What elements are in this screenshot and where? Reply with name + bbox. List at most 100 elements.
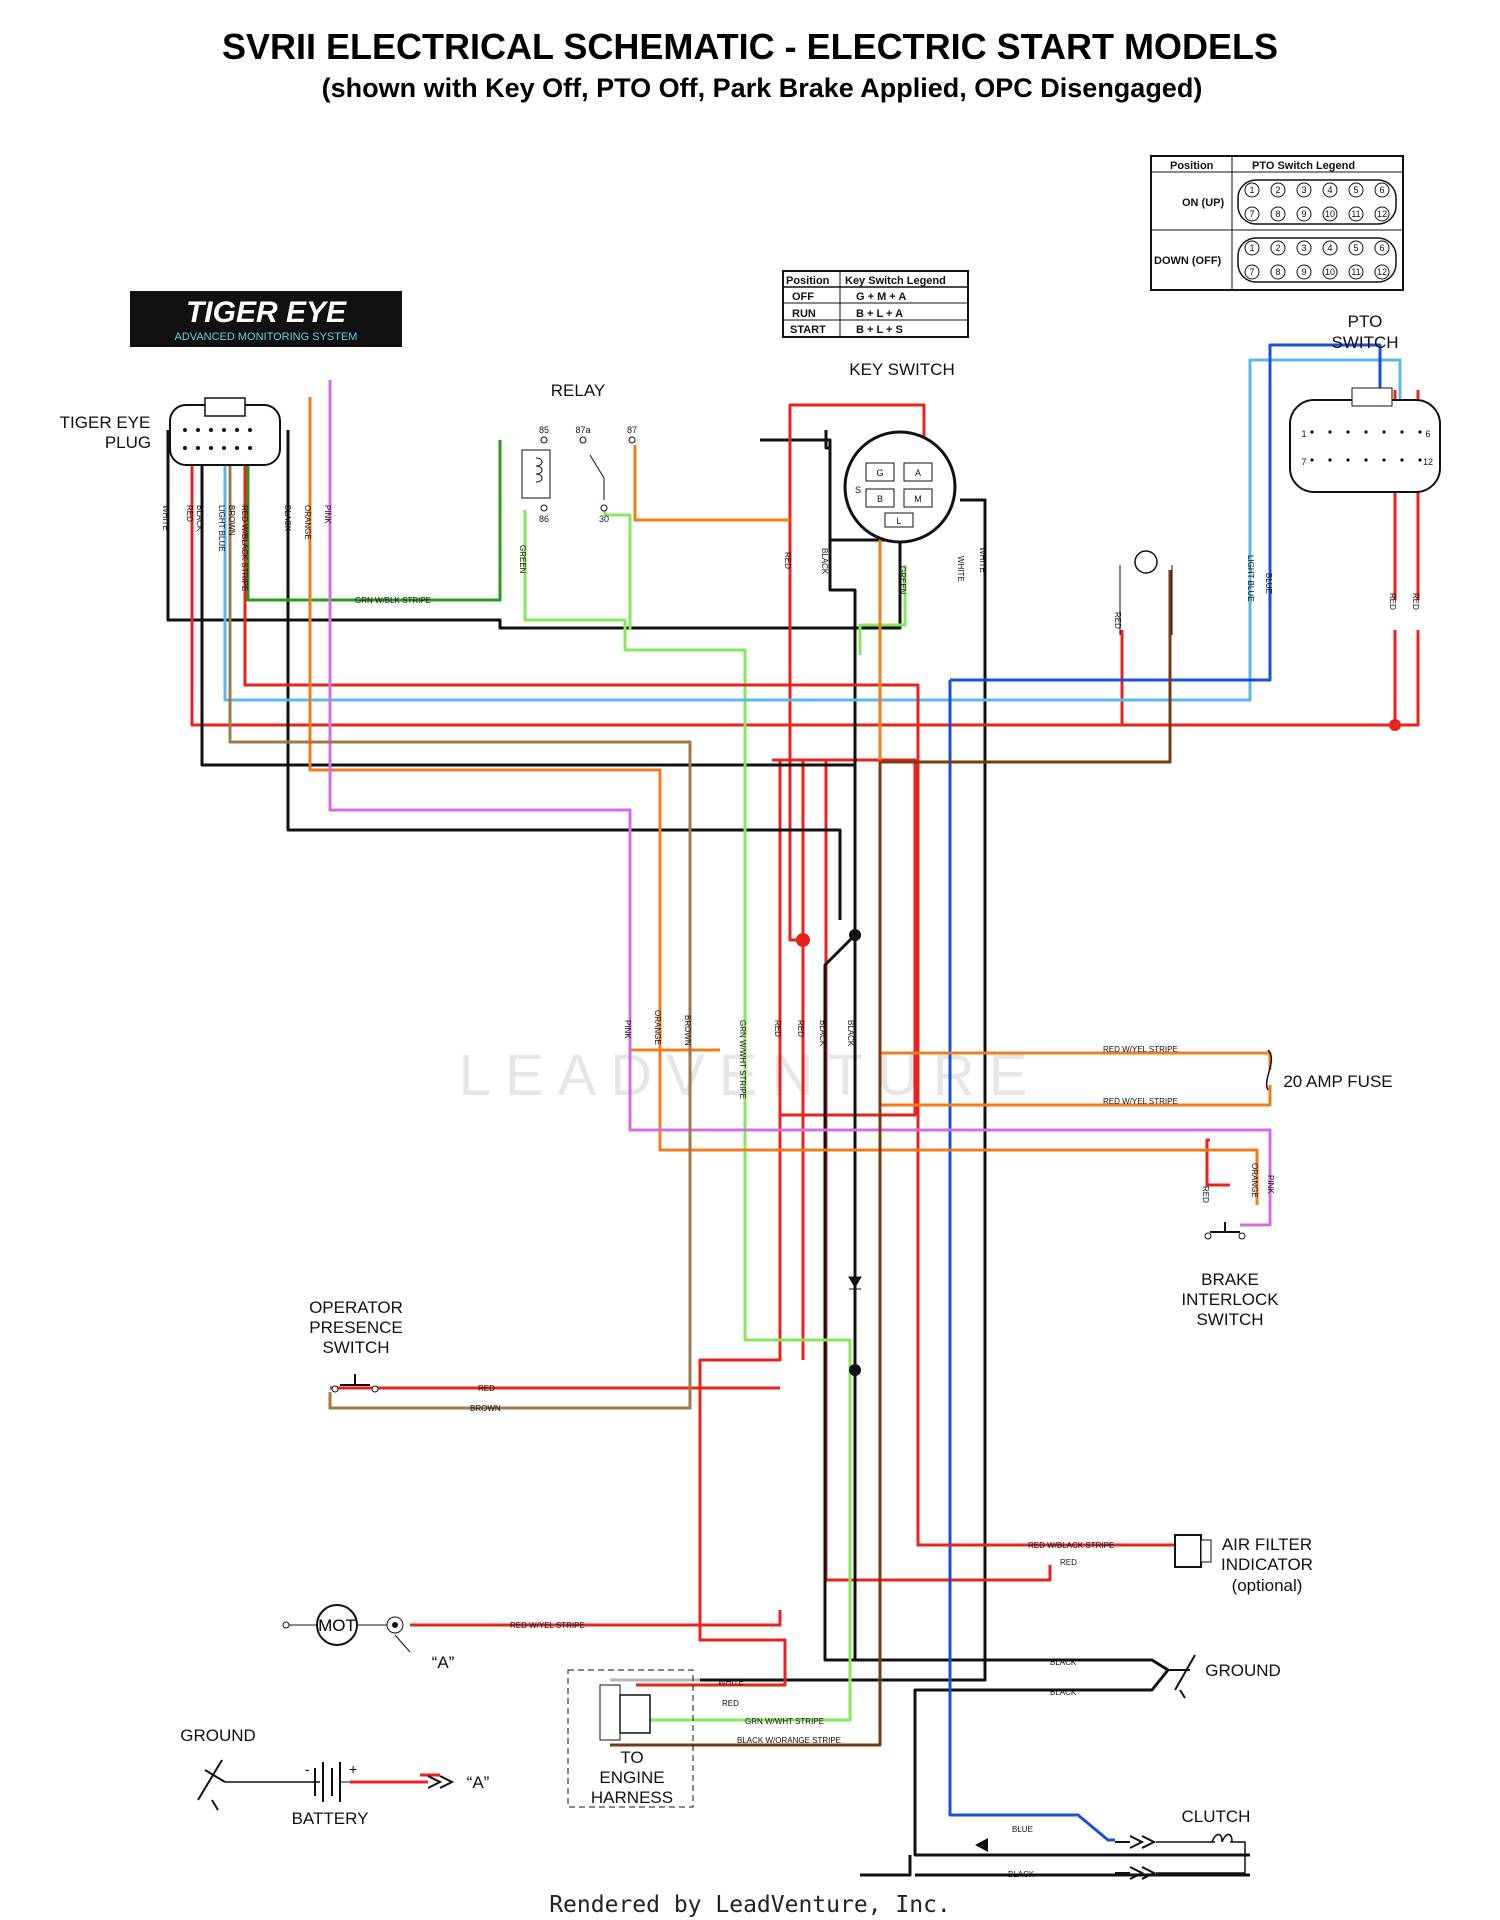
- wire-label-relay-green: GREEN: [518, 545, 527, 574]
- brake-label-line1: BRAKE: [1201, 1270, 1259, 1289]
- tiger-eye-plug-label-line2: PLUG: [105, 433, 151, 452]
- pto-legend-col2: PTO Switch Legend: [1252, 160, 1355, 172]
- battery-label: BATTERY: [292, 1809, 369, 1828]
- key-terminal-l: L: [896, 516, 901, 526]
- pto-legend-off-bottom-circle-7: [1244, 264, 1260, 280]
- key-legend-pos-1: RUN: [792, 308, 816, 320]
- pto-legend-on-top-pin-6: 6: [1379, 185, 1384, 195]
- schematic-subtitle: (shown with Key Off, PTO Off, Park Brake…: [322, 73, 1203, 103]
- pto-legend-on-bottom-pin-7: 7: [1249, 209, 1254, 219]
- pto-legend-on-top-pin-3: 3: [1301, 185, 1306, 195]
- wire-label-eh-blk-org: BLACK W/ORANGE STRIPE: [737, 1736, 841, 1745]
- wire-label-mid-black-1: BLACK: [818, 1020, 827, 1047]
- wire-label-brake-red: RED: [1201, 1186, 1210, 1203]
- wire-label-red-yel-1: RED W/YEL STRIPE: [1103, 1045, 1178, 1054]
- wire-label-key-white-2: WHITE: [978, 547, 987, 573]
- wire-label-clutch-black: BLACK: [1008, 1870, 1035, 1879]
- pto-legend-on-top-pin-2: 2: [1275, 185, 1280, 195]
- pto-legend-on-top-pin-1: 1: [1249, 185, 1254, 195]
- pto-legend-off-top-pin-6: 6: [1379, 243, 1384, 253]
- key-legend-val-2: B + L + S: [856, 324, 903, 336]
- pto-legend-off-top-circle-5: [1348, 240, 1364, 256]
- ground-left-symbol: [197, 1759, 226, 1811]
- wire-label-key-red: RED: [783, 552, 792, 569]
- engine-harness-box: [567, 1669, 694, 1808]
- relay: 85 87a 87 86 30: [521, 425, 637, 524]
- relay-pin-30: 30: [599, 514, 609, 524]
- battery-symbol: - +: [225, 1761, 455, 1802]
- wire-label-mid-orange: ORANGE: [653, 1010, 662, 1045]
- starter-motor: MOT: [282, 1604, 411, 1653]
- pto-switch-label-line1: PTO: [1348, 312, 1383, 331]
- wire-label-air-red-blk: RED W/BLACK STRIPE: [1028, 1541, 1114, 1550]
- relay-pin-87a: 87a: [575, 425, 590, 435]
- pto-legend-off-top-circle-4: [1322, 240, 1338, 256]
- key-switch: G M A B L S: [843, 430, 957, 544]
- wire-label-brake-pink: PINK: [1266, 1175, 1275, 1194]
- wire-label-plug-1: RED: [185, 505, 194, 522]
- wire-label-grn-blk: GRN W/BLK STRIPE: [355, 596, 431, 605]
- key-legend-pos-0: OFF: [792, 291, 814, 303]
- pto-legend-off-top-pin-4: 4: [1327, 243, 1332, 253]
- footer-credit: Rendered by LeadVenture, Inc.: [549, 1892, 951, 1918]
- pto-legend-on-top-circle-4: [1322, 182, 1338, 198]
- logo-main: TIGER EYE: [186, 296, 347, 329]
- wire-label-gnd-black-1: BLACK: [1050, 1658, 1077, 1667]
- pto-legend-on-bottom-pin-9: 9: [1301, 209, 1306, 219]
- pto-legend-off-bottom-pin-9: 9: [1301, 267, 1306, 277]
- wire-label-key-green: GREEN: [898, 566, 907, 595]
- battery-minus: -: [305, 1761, 310, 1777]
- pto-legend-on-top-circle-3: [1296, 182, 1312, 198]
- wire-label-pto-ltblue: LIGHT BLUE: [1246, 555, 1255, 602]
- pto-switch: 1 6 7 12: [1289, 387, 1441, 493]
- wire-label-plug-5: RED W/BLACK STRIPE: [240, 505, 249, 591]
- engine-harness-line1: TO: [620, 1748, 643, 1767]
- pto-pin-1: 1: [1301, 429, 1306, 439]
- pto-legend-off: DOWN (OFF): [1154, 255, 1222, 267]
- pto-legend-on-bottom-pin-12: 12: [1377, 209, 1387, 219]
- pto-legend-off-top-pin-3: 3: [1301, 243, 1306, 253]
- wire-label-mid-red-2: RED: [796, 1020, 805, 1037]
- wire-label-brake-orange: ORANGE: [1250, 1163, 1259, 1198]
- wire-label-pto-red-1: RED: [1388, 593, 1397, 610]
- tiger-eye-logo: TIGER EYE ADVANCED MONITORING SYSTEM: [130, 291, 402, 347]
- pto-pin-6: 6: [1425, 429, 1430, 439]
- relay-label: RELAY: [551, 381, 606, 400]
- key-terminal-a: A: [915, 468, 921, 478]
- key-switch-legend: Position Key Switch Legend OFF G + M + A…: [782, 270, 969, 338]
- wire-label-gnd-black-2: BLACK: [1050, 1688, 1077, 1697]
- pto-legend-off-bottom-circle-11: [1348, 264, 1364, 280]
- battery-ref-a: “A”: [467, 1773, 490, 1792]
- indicator-lamp: [1134, 550, 1158, 574]
- ground-right-label: GROUND: [1205, 1661, 1281, 1680]
- pto-legend-off-bottom-pin-7: 7: [1249, 267, 1254, 277]
- wire-label-plug-7: ORANGE: [303, 505, 312, 540]
- key-legend-col1: Position: [786, 275, 830, 287]
- operator-label-line3: SWITCH: [322, 1338, 389, 1357]
- key-terminal-s: S: [855, 485, 861, 495]
- pto-legend-off-top-pin-1: 1: [1249, 243, 1254, 253]
- pto-pin-12: 12: [1423, 457, 1433, 467]
- wire-label-pto-red-2: RED: [1411, 593, 1420, 610]
- pto-legend-off-bottom-circle-8: [1270, 264, 1286, 280]
- pto-legend-on-top-pin-4: 4: [1327, 185, 1332, 195]
- pto-legend-off-bottom-pin-10: 10: [1325, 267, 1335, 277]
- pto-legend-on-bottom-circle-11: [1348, 206, 1364, 222]
- key-legend-val-0: G + M + A: [856, 291, 906, 303]
- wire-label-eh-white: WHITE: [718, 1678, 744, 1687]
- air-filter-indicator: [1174, 1534, 1212, 1568]
- air-filter-label-line1: AIR FILTER: [1222, 1535, 1312, 1554]
- key-terminal-m: M: [914, 494, 922, 504]
- pto-legend-off-top-pin-5: 5: [1353, 243, 1358, 253]
- relay-pin-86: 86: [539, 514, 549, 524]
- relay-pin-87: 87: [627, 425, 637, 435]
- pto-legend-col1: Position: [1170, 160, 1214, 172]
- tiger-eye-plug: [169, 397, 281, 466]
- key-terminal-b: B: [877, 494, 883, 504]
- wire-label-plug-4: BROWN: [227, 505, 236, 536]
- pto-legend-off-bottom-circle-12: [1374, 264, 1390, 280]
- wire-label-plug-0: WHITE: [161, 505, 170, 531]
- wire-label-air-red: RED: [1060, 1558, 1077, 1567]
- wire-label-mid-pink: PINK: [623, 1020, 632, 1039]
